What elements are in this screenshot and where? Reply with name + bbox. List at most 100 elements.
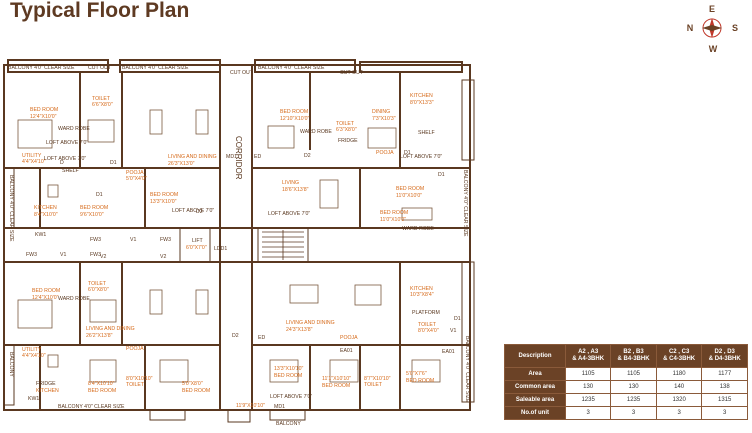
table-header-row: Description A2 , A3 & A4-3BHK B2 , B3 & … xyxy=(504,344,748,368)
room-label: UTILITY xyxy=(22,153,42,159)
compass-label-n: N xyxy=(687,23,694,33)
table-header-cell: D2 , D3 & D4-3BHK xyxy=(701,344,748,368)
room-label: BALCONY 4'0" CLEAR SIZE xyxy=(122,65,189,71)
room-label: V1 xyxy=(60,252,66,258)
room-label: TOILET xyxy=(364,382,383,388)
room-label: CUT OUT xyxy=(340,70,364,76)
compass-label-s: S xyxy=(732,23,738,33)
room-label: KITCHEN xyxy=(36,388,59,394)
room-label: BED ROOM xyxy=(406,378,434,384)
table-cell: 1105 xyxy=(610,367,657,381)
room-label: 10'3"X8'4" xyxy=(410,292,434,298)
table-row: Saleable area 1235 1235 1320 1315 xyxy=(504,393,748,407)
room-label: V1 xyxy=(0,0,6,2)
room-label: ED xyxy=(258,335,265,341)
room-label: 8'4"X10'10" xyxy=(88,381,115,387)
room-label: SHELF xyxy=(62,168,79,174)
compass-icon: E N S W xyxy=(687,4,738,54)
table-cell: 3 xyxy=(610,406,657,420)
room-label: DINING xyxy=(372,109,390,115)
table-cell: 1105 xyxy=(564,367,612,381)
room-label: BALCONY xyxy=(8,352,14,377)
room-label: TOILET xyxy=(126,382,145,388)
room-label: V2 xyxy=(100,254,106,260)
room-label: 5'0"X4'0" xyxy=(126,176,147,182)
room-label: BALCONY 4'0" CLEAR SIZE xyxy=(462,170,468,237)
room-label: LOFT ABOVE 7'0" xyxy=(46,140,88,146)
room-label: LOFT ABOVE 7'0" xyxy=(44,156,86,162)
room-label: BALCONY 4'0" CLEAR SIZE xyxy=(58,404,125,410)
row-label: Common area xyxy=(504,380,566,394)
room-label: 6'0"X7'0" xyxy=(186,245,207,251)
room-label: BED ROOM xyxy=(274,373,302,379)
room-label: 9'6"X10'0" xyxy=(80,212,104,218)
table-header-cell: B2 , B3 & B4-3BHK xyxy=(610,344,657,368)
room-label: D2 xyxy=(196,209,203,215)
room-label: ED xyxy=(254,154,261,160)
room-label: 13'3"X10'0" xyxy=(150,199,177,205)
room-label: WARD ROBE xyxy=(58,126,90,132)
room-label: BED ROOM xyxy=(80,205,108,211)
room-label: 13'3"X10'10" xyxy=(274,366,303,372)
room-label: 4'4"X4'10" xyxy=(22,159,46,165)
room-label: 26'2"X13'8" xyxy=(86,333,113,339)
table-cell: 3 xyxy=(701,406,748,420)
room-label: FW3 xyxy=(26,252,37,258)
room-label: 18'6"X13'8" xyxy=(282,187,309,193)
room-label: TOILET xyxy=(418,322,437,328)
room-label: LIVING xyxy=(282,180,299,186)
room-label: BED ROOM xyxy=(396,186,424,192)
row-label: Saleable area xyxy=(504,393,566,407)
room-label: BED ROOM xyxy=(88,388,116,394)
room-label: TOILET xyxy=(336,121,355,127)
room-label: BED ROOM xyxy=(322,383,350,389)
room-label: MD1 xyxy=(226,154,237,160)
room-label: KW1 xyxy=(28,396,39,402)
room-label: D1 xyxy=(404,150,411,156)
table-cell: 3 xyxy=(564,406,612,420)
room-label: LOFT ABOVE 7'0" xyxy=(270,394,312,400)
room-labels: BALCONY 4'0" CLEAR SIZE CUT OUT BALCONY 4'… xyxy=(0,0,470,427)
room-label: WARD ROBE xyxy=(402,226,434,232)
table-row: Common area 130 130 140 138 xyxy=(504,380,748,394)
room-label: V2 xyxy=(160,254,166,260)
room-label: 8'0"X4'0" xyxy=(418,328,439,334)
room-label: 12'4"X10'0" xyxy=(30,114,57,120)
room-label: D2 xyxy=(232,333,239,339)
room-label: KITCHEN xyxy=(410,93,433,99)
room-label: BED ROOM xyxy=(380,210,408,216)
room-label: BED ROOM xyxy=(280,109,308,115)
room-label: CORRIDOR xyxy=(234,136,243,180)
room-label: 11'0"X10'0" xyxy=(380,217,406,223)
room-label: BED ROOM xyxy=(32,288,60,294)
room-label: POOJA xyxy=(126,346,144,352)
compass-label-w: W xyxy=(709,44,718,54)
room-label: 6'0"X8'0" xyxy=(88,287,109,293)
room-label: D1 xyxy=(110,160,117,166)
table-cell: 140 xyxy=(655,380,703,394)
room-label: BALCONY 4'0" CLEAR SIZE xyxy=(8,175,14,242)
table-cell: 1180 xyxy=(655,367,703,381)
furniture xyxy=(17,109,441,383)
row-label: Area xyxy=(504,367,566,381)
table-cell: 1177 xyxy=(701,367,748,381)
table-cell: 1320 xyxy=(655,393,703,407)
room-label: UTILITY xyxy=(22,347,42,353)
room-label: BED ROOM xyxy=(30,107,58,113)
room-label: FW3 xyxy=(90,237,101,243)
room-label: KW1 xyxy=(35,232,46,238)
room-label: 11'1"X10'10" xyxy=(322,376,351,382)
room-label: D xyxy=(60,160,64,166)
room-label: 4'4"X4'10" xyxy=(22,353,46,359)
row-label: No.of unit xyxy=(504,406,566,420)
room-label: 26'3"X13'0" xyxy=(168,161,195,167)
room-label: FW3 xyxy=(160,237,171,243)
room-label: POOJA xyxy=(340,335,358,341)
room-label: FW3 xyxy=(90,252,101,258)
table-header-cell: Description xyxy=(504,344,566,368)
room-label: D2 xyxy=(304,153,311,159)
room-label: CUT OUT xyxy=(230,70,254,76)
table-header-cell: C2 , C3 & C4-3BHK xyxy=(655,344,703,368)
room-label: POOJA xyxy=(376,150,394,156)
